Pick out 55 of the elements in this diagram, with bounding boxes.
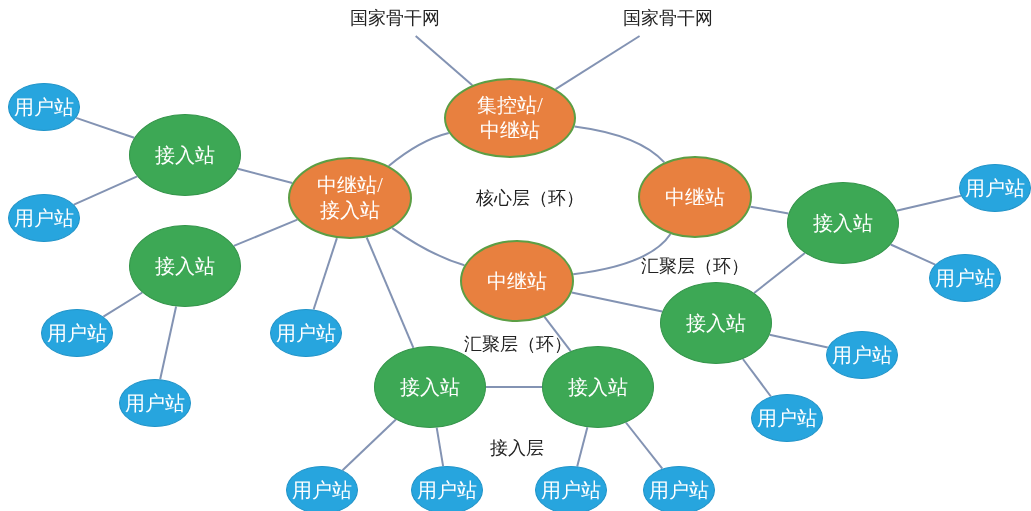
connector-line [435, 426, 445, 468]
station-label: 用户站 [964, 175, 1026, 201]
station-label: 集控站/中继站 [476, 93, 544, 143]
user-station-ellipse [8, 194, 80, 242]
station-label: 接入站 [685, 310, 747, 336]
station-label: 中继站/接入站 [316, 173, 384, 223]
station-label: 用户站 [275, 320, 337, 346]
station-label: 接入站 [567, 374, 629, 400]
connector-line [414, 35, 474, 87]
connector-line [741, 358, 772, 398]
layer-label: 汇聚层（环） [464, 333, 572, 356]
connector-line [387, 132, 450, 167]
connector-line [341, 418, 397, 472]
station-label: 接入站 [154, 142, 216, 168]
station-label: 用户站 [13, 205, 75, 231]
connector-line [485, 386, 543, 388]
connector-line [768, 333, 829, 349]
station-label: 用户站 [13, 94, 75, 120]
station-label: 接入站 [812, 210, 874, 236]
station-label: 用户站 [831, 342, 893, 368]
connector-line [543, 315, 572, 353]
station-label: 用户站 [648, 477, 710, 503]
connector-line [572, 233, 672, 276]
station-label: 中继站 [664, 184, 726, 210]
station-label: 用户站 [291, 477, 353, 503]
user-station-ellipse [41, 309, 113, 357]
connector-line [576, 426, 589, 468]
layer-label: 接入层 [490, 437, 544, 460]
user-station-ellipse [929, 254, 1001, 302]
layer-label: 核心层（环） [476, 187, 584, 210]
station-label: 用户站 [416, 477, 478, 503]
station-label: 中继站 [486, 268, 548, 294]
connector-line [312, 237, 338, 311]
station-label: 用户站 [46, 320, 108, 346]
connector-line [624, 421, 664, 470]
network-label: 国家骨干网 [616, 6, 720, 30]
layer-label: 汇聚层（环） [641, 255, 749, 278]
relay-station-ellipse [288, 157, 412, 239]
station-label: 用户站 [934, 265, 996, 291]
connector-line [573, 125, 666, 164]
network-label: 国家骨干网 [343, 6, 447, 30]
station-label: 用户站 [756, 405, 818, 431]
connector-line [753, 252, 806, 294]
station-label: 接入站 [399, 374, 461, 400]
station-label: 用户站 [124, 390, 186, 416]
station-label: 用户站 [540, 477, 602, 503]
station-label: 接入站 [154, 253, 216, 279]
user-station-ellipse [959, 164, 1031, 212]
connector-line [554, 35, 641, 91]
connector-line [236, 167, 294, 184]
connector-line [895, 194, 962, 212]
connector-line [391, 227, 466, 267]
connector-line [749, 205, 790, 215]
connector-line [159, 305, 178, 381]
user-station-ellipse [8, 83, 80, 131]
